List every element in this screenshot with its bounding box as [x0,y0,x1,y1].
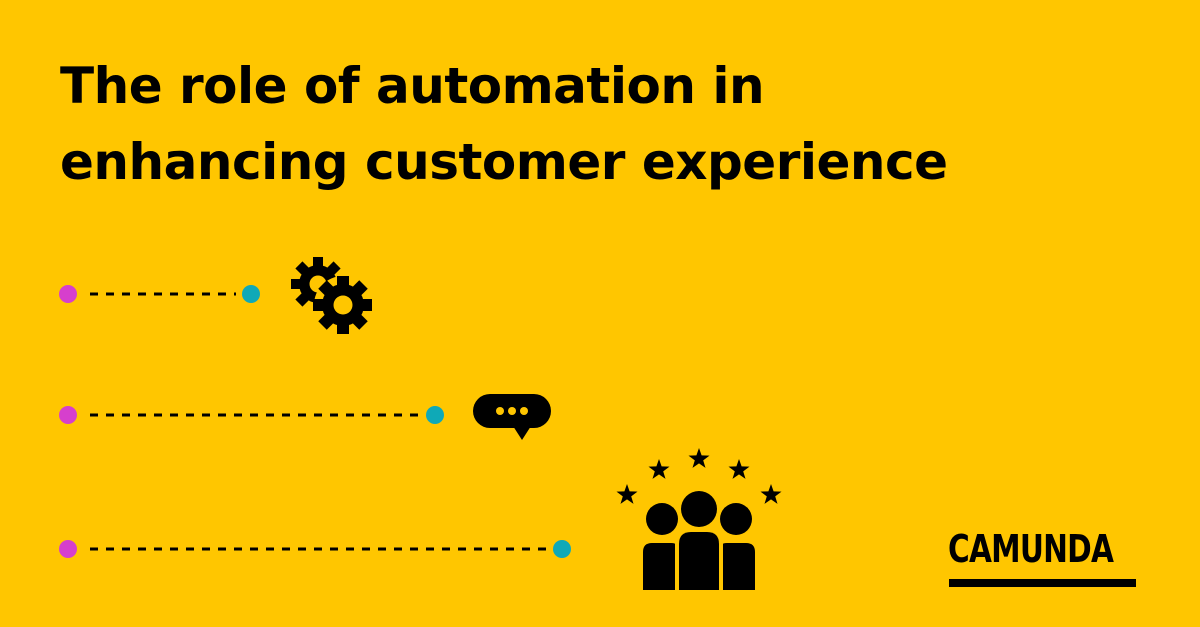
title-line-1: The role of automation in [60,57,765,115]
end-dot [553,540,571,558]
start-dot [59,406,77,424]
chat-bubble-icon [473,394,551,440]
title-line-2: enhancing customer experience [60,133,948,191]
camunda-logo: CAMUNDA [948,527,1138,593]
customer-rating-icon [616,448,782,592]
page-title: The role of automation in enhancing cust… [60,48,1140,200]
timeline-row-3 [59,540,571,558]
start-dot [59,540,77,558]
gears-icon [291,257,372,334]
timeline-row-1 [59,285,260,303]
end-dot [242,285,260,303]
logo-underline [949,579,1136,587]
start-dot [59,285,77,303]
timeline-row-2 [59,406,444,424]
end-dot [426,406,444,424]
logo-wordmark: CAMUNDA [948,527,1114,571]
